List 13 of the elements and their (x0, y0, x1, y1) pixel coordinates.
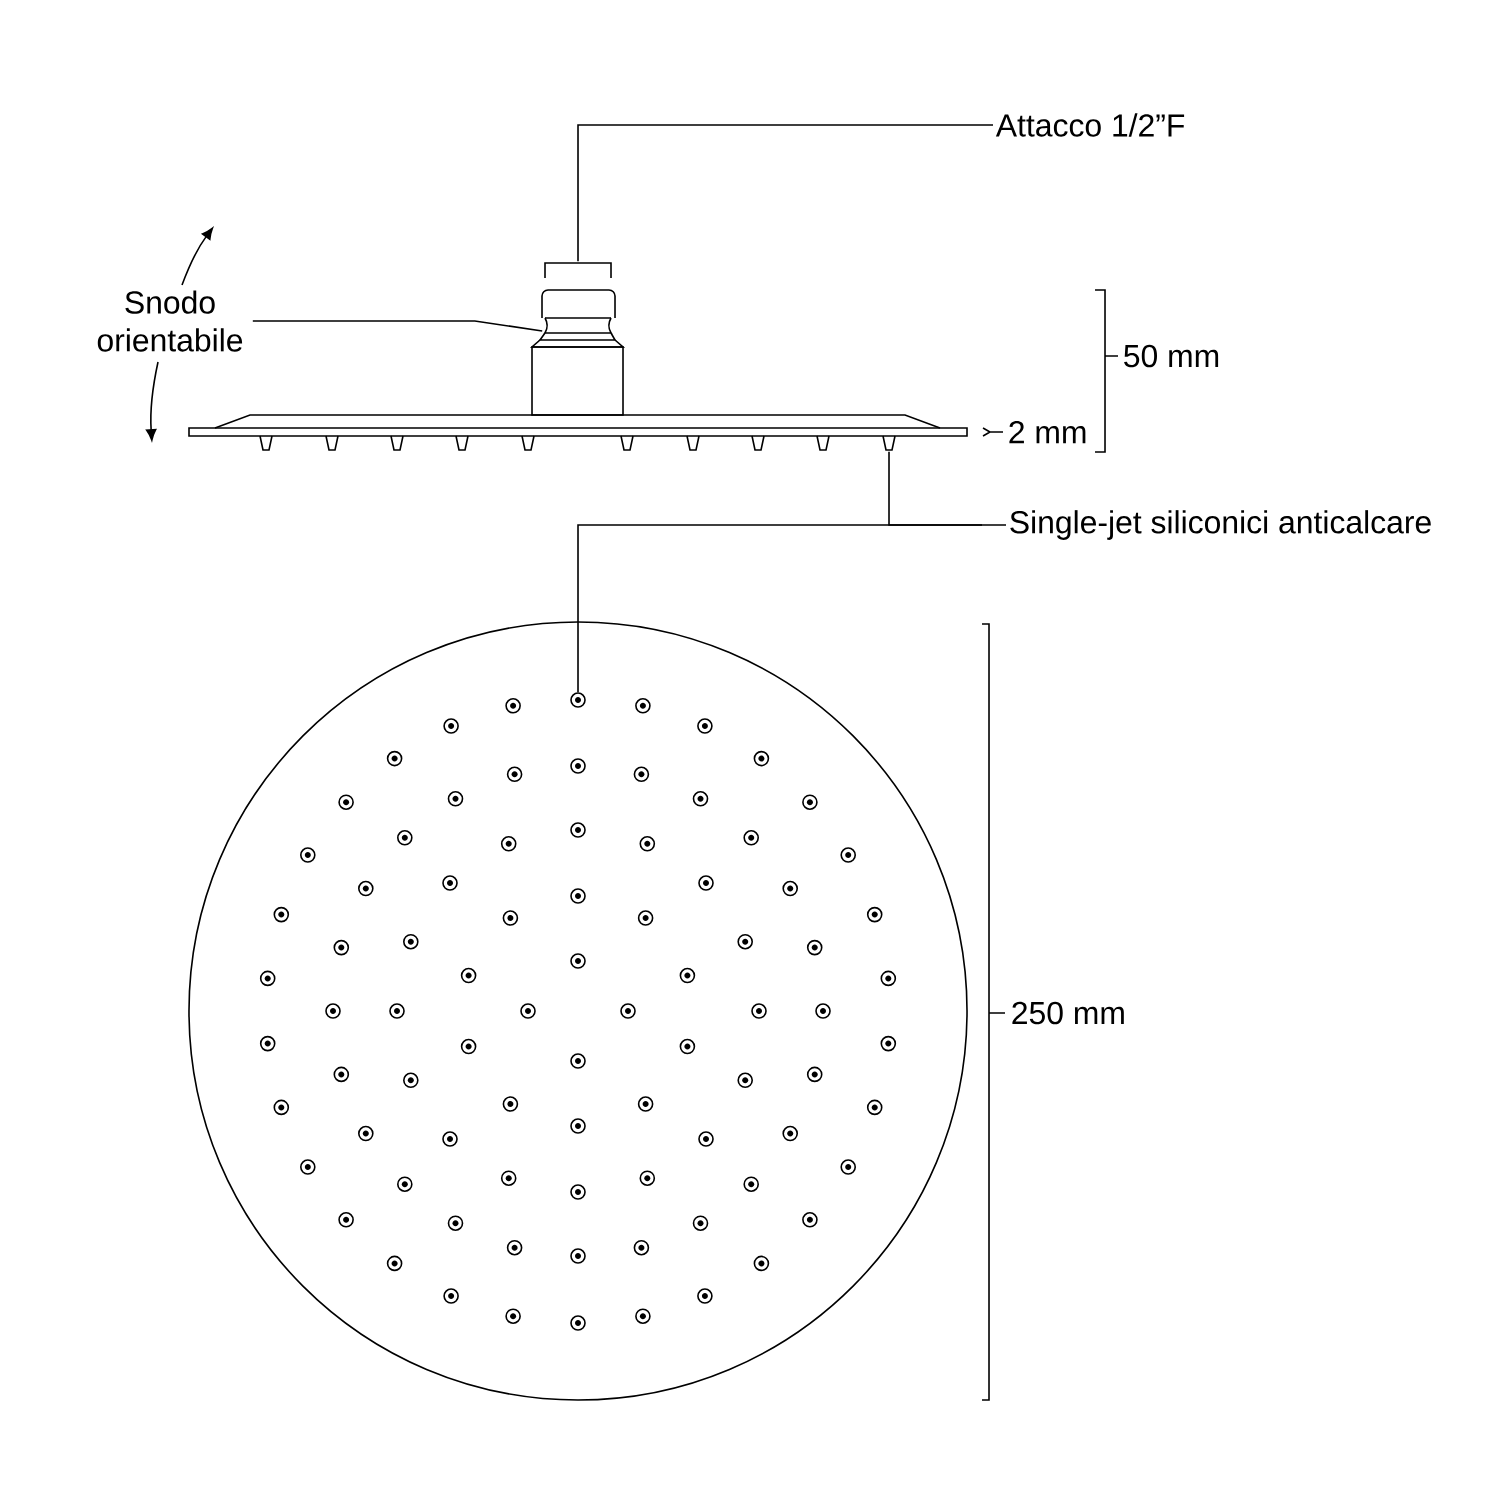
leader-line (577, 524, 1007, 693)
callout-label: Attacco 1/2”F (995, 113, 1185, 137)
leader-line (252, 320, 543, 332)
dimension-label: 50 mm (1124, 344, 1219, 368)
leader-line (577, 124, 994, 262)
nozzle-drawing (882, 435, 896, 451)
nozzle-dot (570, 692, 586, 708)
callout-label: Snodo orientabile (97, 290, 243, 352)
thread-drawing (544, 262, 612, 279)
dimension-label: 250 mm (1012, 1001, 1124, 1025)
callout-label: Single-jet siliconici anticalcare (1010, 510, 1431, 540)
swivel-joint-drawing (529, 317, 626, 348)
dimension-label: 2 mm (1009, 420, 1086, 444)
